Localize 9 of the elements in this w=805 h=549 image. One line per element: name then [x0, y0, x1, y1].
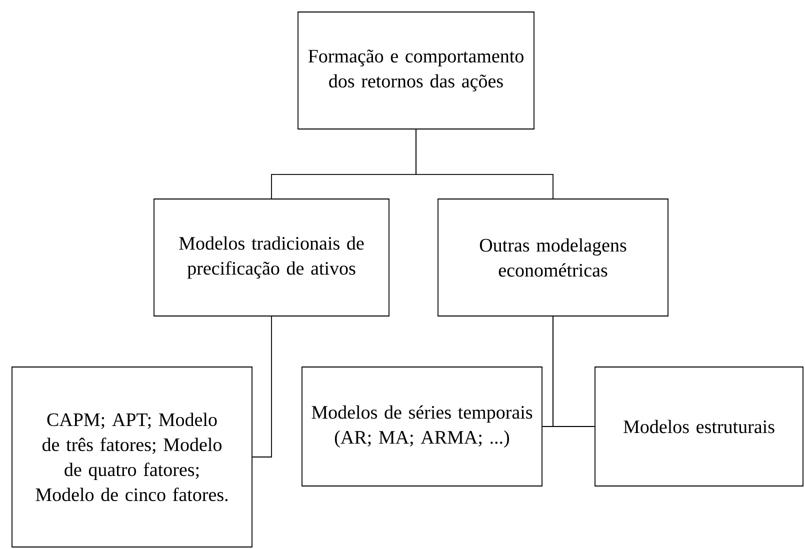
- process-box: Modelos estruturais: [594, 366, 804, 486]
- process-box: Outras modelagens econométricas: [438, 198, 668, 316]
- connector-line: [552, 316, 595, 427]
- process-box: Modelos de séries temporais (AR; MA; ARMA; ...): [302, 366, 542, 486]
- connector-line: [416, 129, 554, 199]
- connector-line: [252, 316, 272, 458]
- process-box: CAPM; APT; Modelo de três fatores; Modelo de quatro fatores; Modelo de cinco fatores.: [12, 366, 252, 548]
- process-box: Formação e comportamento dos retornos das ações: [298, 12, 534, 130]
- process-box: Modelos tradicionais de precificação de ativos: [154, 198, 390, 316]
